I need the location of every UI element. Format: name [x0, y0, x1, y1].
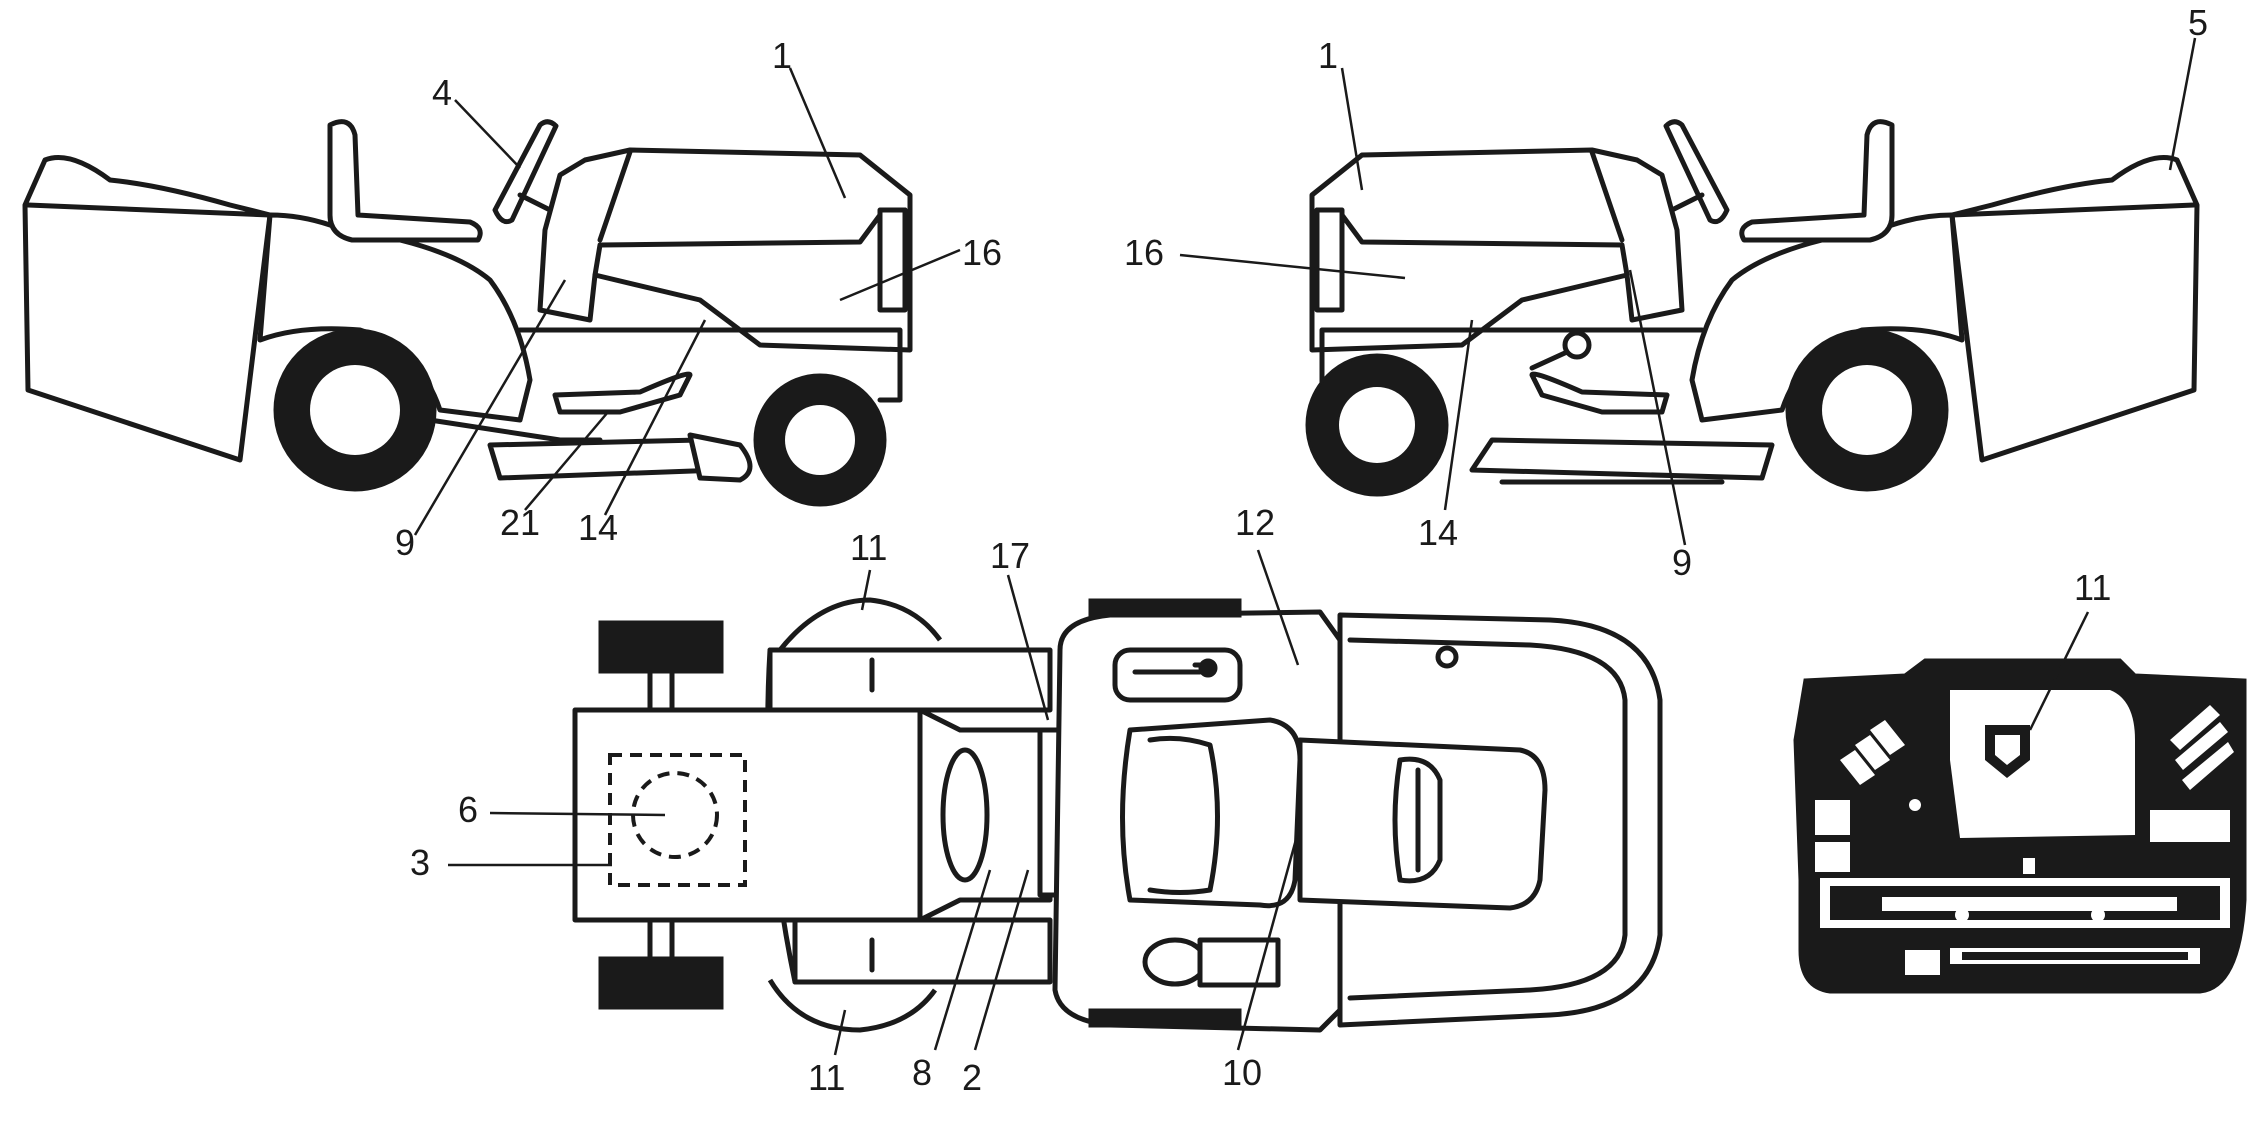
lawn-tractor-top-view-icon [572, 597, 1663, 1033]
callout-9-left: 9 [395, 522, 415, 563]
callout-16-left: 16 [962, 232, 1002, 273]
callout-5-right: 5 [2188, 2, 2208, 43]
callout-10-top: 10 [1222, 1052, 1262, 1093]
callout-11-panel: 11 [2074, 567, 2111, 608]
callout-14-left: 14 [578, 507, 618, 548]
callout-1-left: 1 [772, 35, 792, 76]
callout-4-left: 4 [432, 72, 452, 113]
callout-6-top: 6 [458, 789, 478, 830]
callout-1-right: 1 [1318, 35, 1338, 76]
rear-fender-panel-icon [1793, 658, 2247, 994]
callout-8-top: 8 [912, 1052, 932, 1093]
callout-16-right: 16 [1124, 232, 1164, 273]
callout-21-left: 21 [500, 502, 540, 543]
lawn-tractor-side-left-icon [22, 119, 913, 507]
callout-11-bottom: 11 [808, 1057, 845, 1098]
callout-11-top: 11 [850, 527, 887, 568]
lawn-tractor-side-right-icon [1305, 119, 2200, 497]
callout-17-top: 17 [990, 535, 1030, 576]
callout-3-top: 3 [410, 842, 430, 883]
callout-2-top: 2 [962, 1057, 982, 1098]
callout-12-top: 12 [1235, 502, 1275, 543]
callout-9-right: 9 [1672, 542, 1692, 583]
callout-14-right: 14 [1418, 512, 1458, 553]
